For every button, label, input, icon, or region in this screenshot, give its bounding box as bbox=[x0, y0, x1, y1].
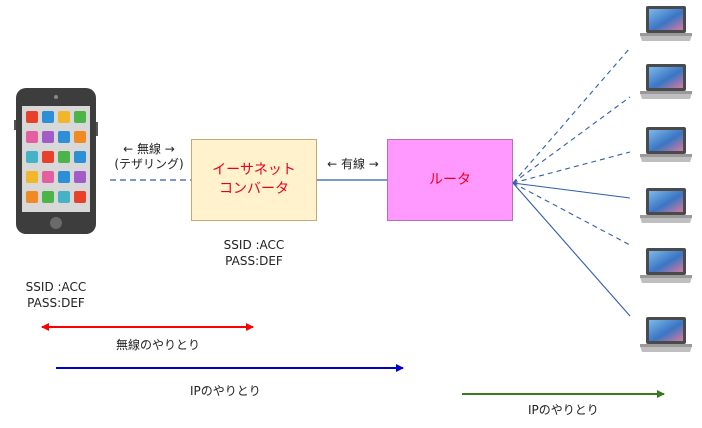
app-tile bbox=[74, 171, 86, 183]
app-tile bbox=[74, 151, 86, 163]
ip-exchange-label: IPのやりとり bbox=[190, 384, 261, 398]
app-tile bbox=[42, 171, 54, 183]
laptop-icon bbox=[640, 6, 692, 41]
app-tile bbox=[42, 131, 54, 143]
app-tile bbox=[42, 111, 54, 123]
app-tile bbox=[74, 131, 86, 143]
app-tile bbox=[74, 191, 86, 203]
laptop-icon bbox=[640, 127, 692, 162]
router-box: ルータ bbox=[387, 139, 513, 221]
app-tile bbox=[42, 151, 54, 163]
app-tile bbox=[74, 111, 86, 123]
laptop-icon bbox=[640, 317, 692, 352]
app-tile bbox=[26, 171, 38, 183]
laptop-icon bbox=[640, 248, 692, 283]
app-tile bbox=[42, 191, 54, 203]
converter-label-line2: コンバータ bbox=[219, 181, 289, 197]
app-tile bbox=[58, 131, 70, 143]
converter-label-line1: イーサネット bbox=[212, 162, 296, 178]
app-tile bbox=[58, 171, 70, 183]
ethernet-converter-box: イーサネット コンバータ bbox=[191, 139, 317, 221]
router-fan-lines bbox=[512, 47, 631, 317]
converter-pass: PASS:DEF bbox=[225, 254, 283, 268]
app-tile bbox=[58, 111, 70, 123]
app-tile bbox=[26, 131, 38, 143]
laptop-icon bbox=[640, 64, 692, 99]
app-tile bbox=[58, 151, 70, 163]
phone-pass: PASS:DEF bbox=[27, 296, 85, 310]
app-tile bbox=[26, 151, 38, 163]
wireless-exchange-label: 無線のやりとり bbox=[116, 338, 201, 352]
laptop-icon bbox=[640, 188, 692, 223]
phone-ssid: SSID :ACC bbox=[25, 280, 87, 294]
wired-link-label: ← 有線 → bbox=[327, 157, 379, 171]
wireless-link-label: ← 無線 → bbox=[123, 142, 175, 156]
router-label: ルータ bbox=[429, 171, 471, 188]
smartphone-icon bbox=[14, 88, 98, 234]
app-tile bbox=[58, 191, 70, 203]
app-tile bbox=[26, 191, 38, 203]
converter-ssid: SSID :ACC bbox=[223, 238, 285, 252]
ip-exchange-router-label: IPのやりとり bbox=[528, 403, 599, 417]
tethering-label: (テザリング) bbox=[114, 157, 184, 171]
app-tile bbox=[26, 111, 38, 123]
